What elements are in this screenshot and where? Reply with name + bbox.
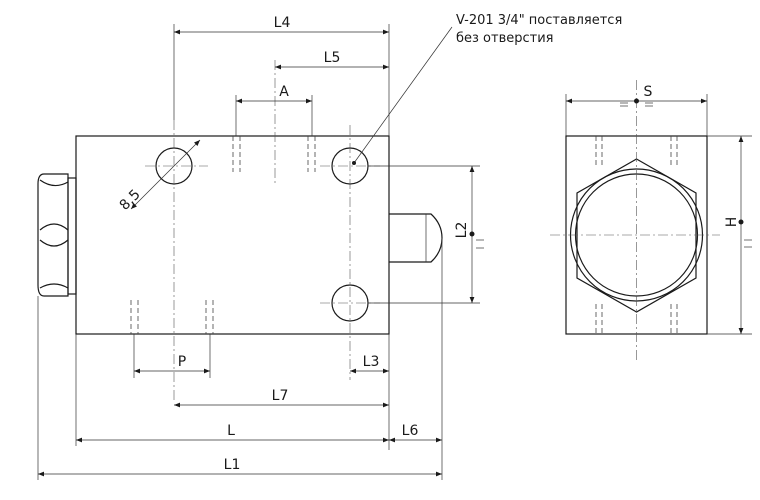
- label-L5: L5: [324, 50, 341, 66]
- dim-line-diameter: [130, 139, 201, 210]
- side-view: S H: [550, 80, 752, 360]
- label-L6: L6: [402, 423, 419, 439]
- hex-nut-side: [37, 173, 77, 297]
- label-H: H: [724, 217, 740, 228]
- label-A: A: [279, 84, 289, 100]
- note-line-1: V-201 3/4" поставляется: [456, 13, 622, 28]
- label-P: P: [178, 354, 186, 370]
- label-L4: L4: [274, 15, 291, 31]
- hex-nut-front: [576, 158, 697, 313]
- label-diameter: 8,5: [117, 187, 144, 214]
- note-line-2: без отверстия: [456, 31, 554, 46]
- label-S: S: [644, 84, 653, 100]
- front-view: L4 L5 A 8,5 L2 P L3 L7 L L6 L1 V-201 3/4…: [37, 13, 622, 480]
- label-L: L: [227, 423, 235, 439]
- label-L1: L1: [224, 457, 241, 473]
- note-leader: [353, 26, 453, 164]
- label-L2: L2: [454, 222, 470, 239]
- plunger: [389, 213, 443, 263]
- label-L7: L7: [272, 388, 289, 404]
- label-L3: L3: [363, 354, 380, 370]
